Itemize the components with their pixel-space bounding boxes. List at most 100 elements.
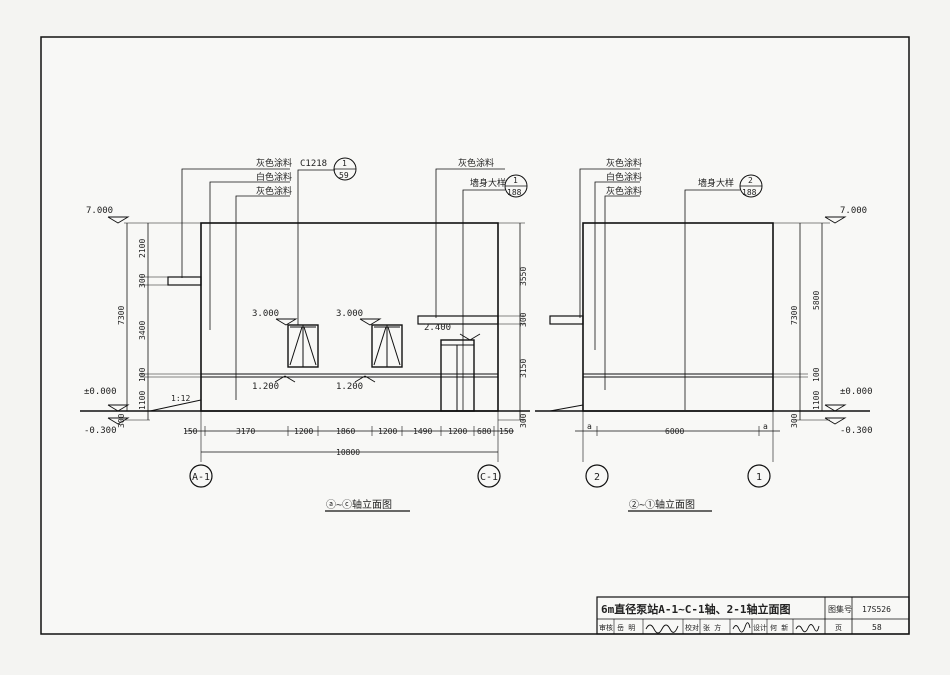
right-dim-2: 300 [519,312,528,327]
wall-ref-bottom-left: 188 [507,188,522,197]
wall-detail-label-right: 墙身大样 [698,177,734,189]
drawing-title: 6m直径泵站A-1~C-1轴、2-1轴立面图 [601,602,790,616]
bottom-dim-4: 1860 [336,427,355,436]
elev-sill-right: 3.000 [336,309,363,319]
paint-leader-right [435,168,505,318]
r-bottom-dim-3: a [763,422,768,431]
axis-bubble-c1 [477,464,501,488]
window-ref-leader [297,169,335,325]
title-block [596,596,910,635]
wall-ref-bottom-right: 188 [742,188,757,197]
bottom-dim-7: 1200 [448,427,467,436]
window-label: C1218 [300,159,327,169]
callout-gray-paint-2: 灰色涂料 [256,185,292,197]
elev-top-left: 7.000 [86,206,113,216]
callout-gray-paint-right: 灰色涂料 [458,157,494,169]
left-elevation [80,157,530,488]
tb-designer: 何 新 [770,623,788,632]
level-marker-top-right [824,216,847,224]
axis-bubble-1 [747,464,771,488]
wall-ref-top-right: 2 [748,176,753,185]
window-right [371,324,403,368]
tb-review-label: 审核 [599,623,613,632]
elev-sill-left: 3.000 [252,309,279,319]
axis-bubble-2 [585,464,609,488]
signature-checker [732,622,751,633]
callout-leader-3 [235,195,290,400]
bottom-dim-8: 680 [477,427,492,436]
left-view-caption: ⓐ~ⓒ轴立面图 [326,498,392,511]
elev-ground-right: ±0.000 [840,387,873,397]
r-dim-inner-3: 1100 [812,391,821,410]
level-marker-below-right [824,417,847,425]
right-dim-4: 300 [519,413,528,428]
right-dim-1: 3550 [519,267,528,286]
right-view-caption: ②~①轴立面图 [629,498,695,511]
elev-top-right: 7.000 [840,206,867,216]
r-dim-inner-2: 100 [812,367,821,382]
bottom-dim-5: 1200 [378,427,397,436]
r-dim-outer-2: 300 [790,413,799,428]
r-callout-gray-paint-1: 灰色涂料 [606,157,642,169]
elev-ground-left: ±0.000 [84,387,117,397]
bottom-dim-2: 3170 [236,427,255,436]
left-dim-inner-4: 100 [138,367,147,382]
tb-design-label: 设计 [753,623,767,632]
r-callout-white-paint: 白色涂料 [606,171,642,183]
level-marker-ground-left [107,404,130,412]
atlas-number: 17S526 [862,605,891,614]
r-dim-inner-1: 5800 [812,291,821,310]
right-dim-3: 3150 [519,359,528,378]
door-canopy [417,315,499,325]
level-marker-top-left [107,216,130,224]
callout-white-paint: 白色涂料 [256,171,292,183]
bottom-dim-1: 150 [183,427,198,436]
ramp-line [149,399,202,412]
window-ref-top: 1 [342,159,347,168]
elev-door-top: 2.400 [424,323,451,333]
bottom-dim-3: 1200 [294,427,313,436]
r-bottom-dim-2: 6000 [665,427,684,436]
left-dim-inner-2: 300 [138,273,147,288]
r-bottom-dim-1: a [587,422,592,431]
total-width: 10800 [336,448,360,457]
tb-check-label: 校对 [685,623,699,632]
axis-label-c1: C-1 [480,472,498,483]
canopy-left [167,276,202,286]
callout-leader-1 [181,168,290,278]
left-dim-inner-5: 1100 [138,391,147,410]
bottom-dim-9: 150 [499,427,514,436]
window-ref-bottom: 59 [339,171,349,180]
signature-reviewer [645,624,679,634]
sheet-border [40,36,910,635]
axis-label-a1: A-1 [192,472,210,483]
level-marker-ground-right [824,404,847,412]
r-callout-gray-paint-2: 灰色涂料 [606,185,642,197]
elev-below-right: -0.300 [840,426,873,436]
tb-reviewer: 岳 明 [617,624,635,632]
bottom-dim-6: 1490 [413,427,432,436]
wall-ref-top-left: 1 [513,176,518,185]
axis-bubble-a1 [189,464,213,488]
left-dim-inner-3: 3400 [138,321,147,340]
elev-below-left: -0.300 [84,426,117,436]
level-marker-below-left [107,417,130,425]
canopy-right [549,315,584,325]
atlas-label: 图集号 [828,604,852,614]
right-elevation [535,168,870,488]
door [440,339,475,412]
wall-detail-label-left: 墙身大样 [470,177,506,189]
tb-checker: 张 方 [703,623,721,632]
ramp-slope: 1:12 [171,394,190,403]
page-number: 58 [872,623,882,632]
wall-detail-leader [462,189,505,410]
page-label: 页 [835,624,842,632]
left-dim-outer-2: 300 [117,413,126,428]
left-dim-inner-1: 2100 [138,239,147,258]
elev-band-right: 1.200 [336,382,363,392]
window-left [287,324,319,368]
signature-designer [795,624,820,633]
r-dim-outer-1: 7300 [790,306,799,325]
